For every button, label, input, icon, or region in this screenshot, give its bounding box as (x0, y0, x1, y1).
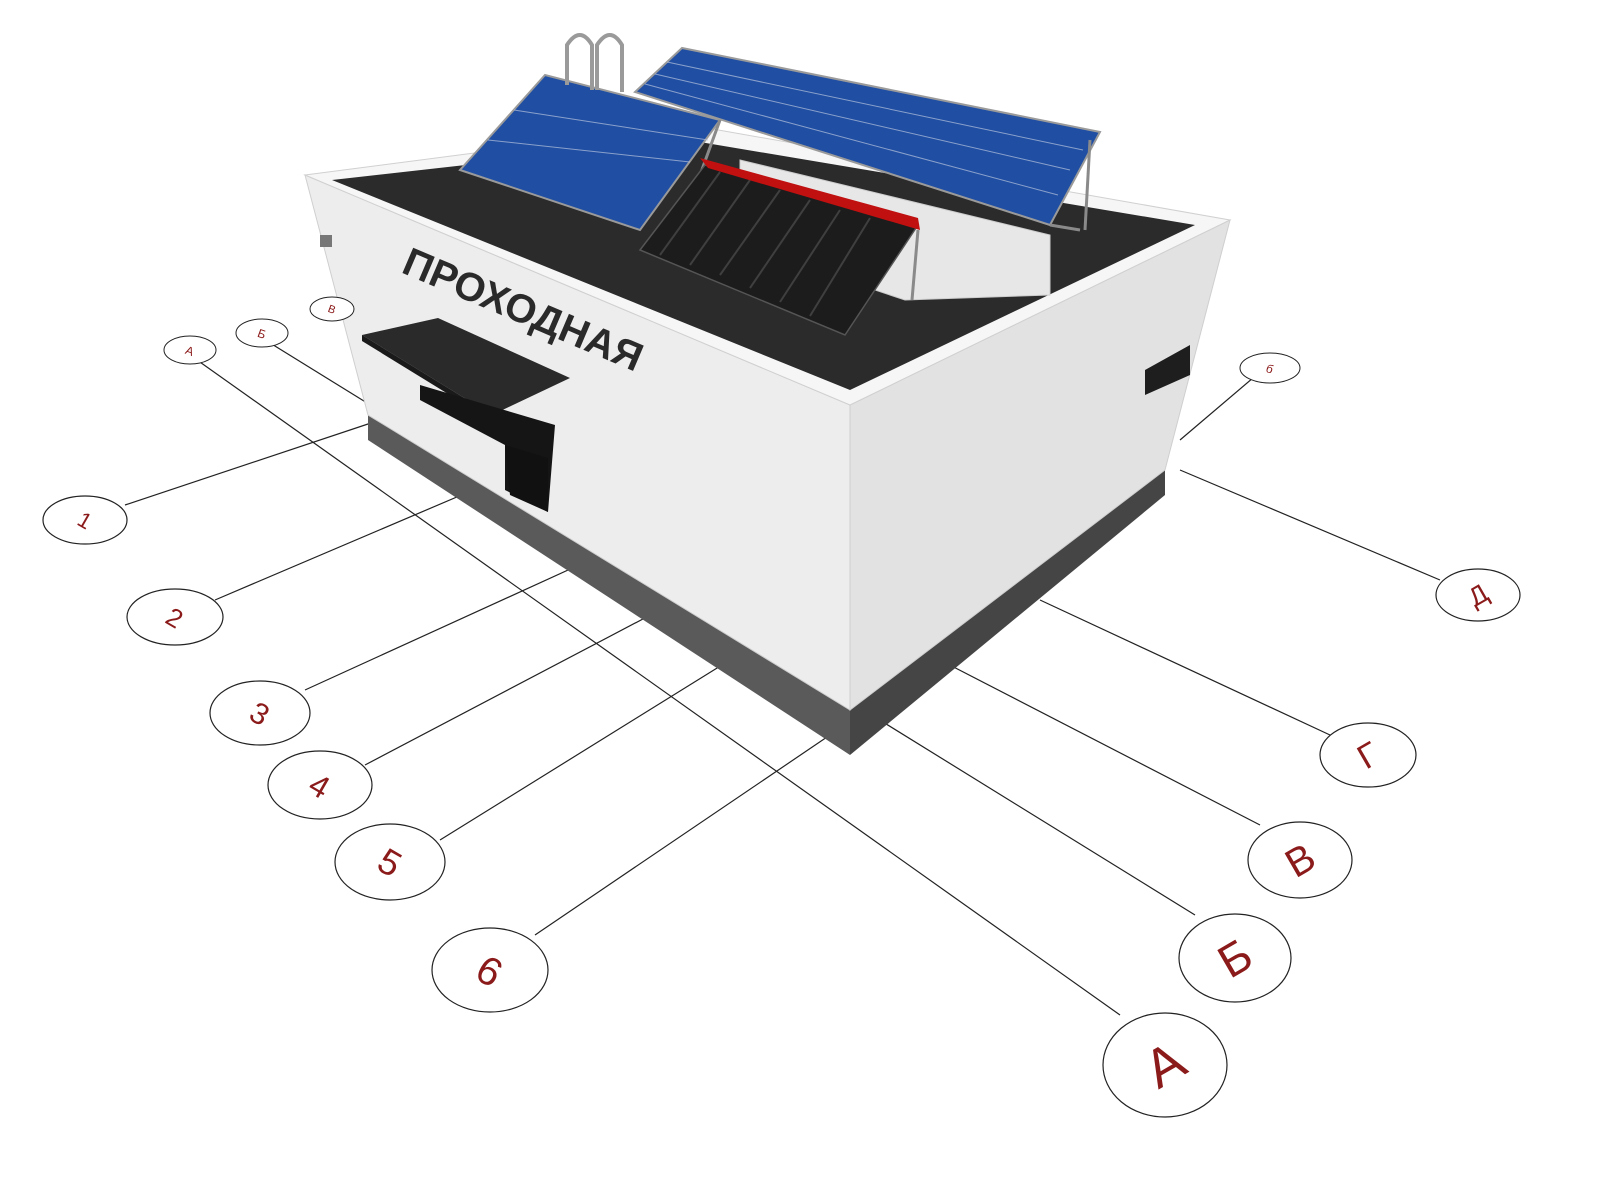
axis-bubble-5: 5 (334, 823, 446, 901)
axis-bubble-v: В (1247, 821, 1353, 899)
axis-bubble-6: 6 (431, 927, 549, 1013)
facade-plate (320, 235, 332, 247)
solar-collector (638, 158, 920, 336)
back-bubble-v: В (309, 296, 355, 322)
back-bubble-a: А (163, 335, 217, 365)
axis-bubble-2: 2 (126, 588, 224, 646)
axis-line-4 (364, 609, 661, 766)
entrance-door-lower (505, 445, 548, 512)
axis-line-a (189, 354, 1121, 1016)
back-bubble-6: б (1239, 352, 1301, 384)
svg-text:б: б (1264, 361, 1275, 377)
axis-bubble-a: А (1102, 1012, 1228, 1118)
back-axis-bubbles: А Б В б (163, 296, 1301, 384)
axis-bubble-1: 1 (42, 495, 128, 545)
number-axis-bubbles: 1 2 3 4 5 6 (42, 495, 549, 1013)
entrance-canopy (362, 318, 570, 415)
back-bubble-b: Б (235, 318, 289, 348)
axis-line-1 (124, 419, 381, 506)
axis-bubble-3: 3 (209, 680, 311, 746)
axis-bubble-d: Д (1435, 568, 1521, 622)
axis-lines (124, 337, 1441, 1016)
letter-axis-bubbles: А Б В Г Д (1102, 568, 1521, 1118)
axis-line-6 (534, 734, 831, 936)
solar-panel-front (458, 73, 722, 232)
axis-line-d (1179, 469, 1441, 581)
axis-line-g (1039, 599, 1331, 736)
axis-line-3 (304, 559, 591, 691)
solar-panel-back (633, 46, 1102, 232)
axis-line-5 (439, 659, 731, 841)
axis-bubble-4: 4 (267, 750, 373, 820)
axis-line-2 (214, 484, 486, 601)
svg-text:В: В (326, 303, 337, 317)
axis-bubble-g: Г (1319, 722, 1417, 788)
collector-header (700, 158, 920, 230)
axis-bubble-b: Б (1178, 913, 1292, 1003)
axis-line-back-6 (1179, 371, 1261, 441)
plinth-right (850, 465, 1165, 755)
wall-vent (1145, 345, 1190, 395)
roof-ladder (565, 33, 624, 92)
axis-line-v (939, 659, 1261, 826)
plinth-left (368, 410, 850, 755)
